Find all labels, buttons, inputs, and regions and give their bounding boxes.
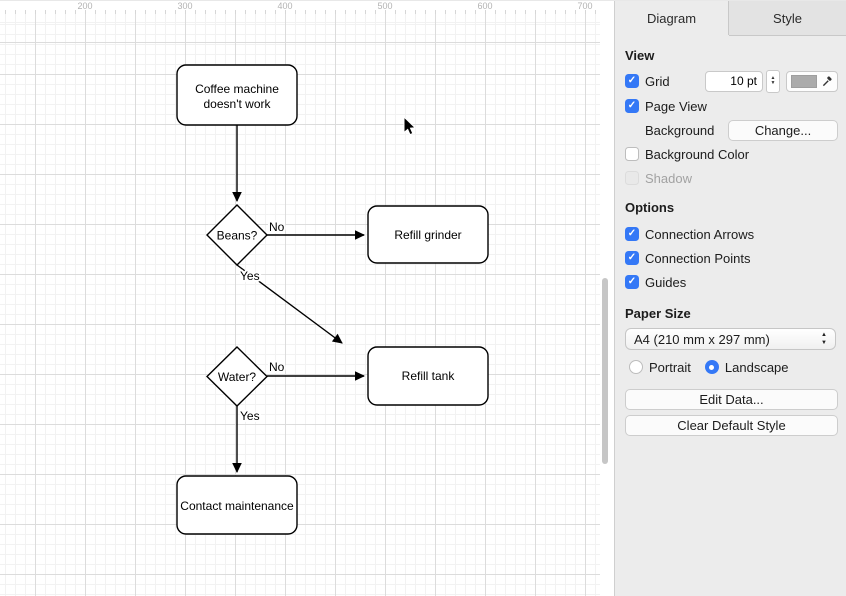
ruler-label: 300 (177, 1, 193, 11)
connection-arrows-label: Connection Arrows (645, 226, 755, 242)
format-panel: Diagram Style View ✓ Grid ▲ ▼ (614, 1, 846, 596)
shadow-row: Shadow (625, 166, 838, 190)
grid-checkbox[interactable]: ✓ (625, 74, 639, 88)
drawing-canvas[interactable]: 200 300 400 500 600 700 (0, 1, 614, 596)
guides-row: ✓ Guides (625, 270, 838, 294)
ruler-label: 600 (477, 1, 493, 11)
flowchart: Coffee machine doesn't work Beans? Refil… (176, 64, 489, 535)
ruler-label: 200 (77, 1, 93, 11)
paper-size-selected-value: A4 (210 mm x 297 mm) (634, 331, 770, 347)
orientation-radio-group: Portrait Landscape (629, 359, 838, 375)
options-section-header: Options (625, 200, 675, 215)
eyedropper-icon (822, 75, 832, 86)
node-beans-decision[interactable] (206, 204, 268, 266)
guides-checkbox[interactable]: ✓ (625, 275, 639, 289)
page-view-label: Page View (645, 98, 707, 114)
node-refill-tank-label: Refill tank (402, 369, 456, 383)
background-color-checkbox[interactable] (625, 147, 639, 161)
tab-diagram[interactable]: Diagram (615, 1, 729, 35)
landscape-radio[interactable] (704, 360, 719, 374)
ruler-label: 500 (377, 1, 393, 11)
node-beans-label: Beans? (217, 229, 258, 243)
panel-body: View ✓ Grid ▲ ▼ ✓ (615, 36, 846, 436)
mouse-cursor-icon (403, 115, 417, 136)
checkmark-icon: ✓ (627, 100, 637, 111)
background-color-row: Background Color (625, 142, 838, 166)
select-down-icon: ▼ (821, 340, 827, 346)
select-arrows-icon: ▲ ▼ (821, 331, 827, 347)
checkmark-icon: ✓ (627, 252, 637, 263)
background-row: Background Change... (625, 118, 838, 142)
vertical-scrollbar-thumb[interactable] (602, 278, 608, 464)
node-start[interactable] (176, 64, 298, 126)
ruler-ticks (0, 10, 600, 14)
paper-size-select[interactable]: A4 (210 mm x 297 mm) ▲ ▼ (625, 328, 836, 350)
background-label: Background (645, 122, 715, 138)
connection-arrows-checkbox[interactable]: ✓ (625, 227, 639, 241)
paper-size-section-header: Paper Size (625, 306, 691, 321)
edge-label-beans-no: No (269, 220, 285, 234)
grid-color-button[interactable] (786, 70, 838, 92)
edge-label-water-yes: Yes (240, 409, 260, 423)
connection-points-row: ✓ Connection Points (625, 246, 838, 270)
landscape-label: Landscape (724, 359, 789, 375)
portrait-radio[interactable] (629, 360, 643, 374)
node-refill-tank[interactable] (367, 346, 489, 406)
checkmark-icon: ✓ (627, 228, 637, 239)
node-refill-grinder-label: Refill grinder (394, 228, 461, 242)
node-contact-label: Contact maintenance (180, 499, 294, 513)
grid-size-stepper[interactable]: ▲ ▼ (766, 69, 780, 93)
page-view-row: ✓ Page View (625, 94, 838, 118)
ruler-label: 400 (277, 1, 293, 11)
horizontal-ruler: 200 300 400 500 600 700 (0, 1, 600, 14)
shadow-checkbox (625, 171, 639, 185)
node-contact-maintenance[interactable] (176, 475, 298, 535)
connection-points-checkbox[interactable]: ✓ (625, 251, 639, 265)
panel-tabs: Diagram Style (615, 1, 846, 36)
background-color-label: Background Color (645, 146, 750, 162)
edit-data-button[interactable]: Edit Data... (625, 389, 838, 410)
node-water-decision[interactable] (206, 346, 268, 407)
canvas-grid (0, 14, 600, 596)
node-refill-grinder[interactable] (367, 205, 489, 264)
node-start-label-line2: doesn't work (204, 97, 272, 111)
grid-size-input[interactable] (705, 70, 763, 92)
background-change-button[interactable]: Change... (728, 119, 838, 141)
guides-label: Guides (645, 274, 687, 290)
ruler-label: 700 (577, 1, 593, 11)
stepper-down-icon: ▼ (770, 80, 776, 86)
grid-label: Grid (645, 73, 670, 89)
connection-points-label: Connection Points (645, 250, 751, 266)
grid-color-swatch (791, 74, 817, 88)
shadow-label: Shadow (645, 170, 692, 186)
page-view-checkbox[interactable]: ✓ (625, 99, 639, 113)
edge-beans-yes[interactable] (236, 264, 343, 344)
view-section-header: View (625, 48, 655, 63)
stepper-up-icon: ▲ (770, 75, 776, 81)
edge-label-water-no: No (269, 360, 285, 374)
portrait-label: Portrait (649, 359, 691, 375)
edge-label-beans-yes: Yes (240, 269, 260, 283)
clear-default-style-button[interactable]: Clear Default Style (625, 415, 838, 436)
radio-dot (709, 364, 715, 370)
grid-row: ✓ Grid ▲ ▼ (625, 68, 838, 94)
checkmark-icon: ✓ (627, 276, 637, 287)
connection-arrows-row: ✓ Connection Arrows (625, 222, 838, 246)
node-water-label: Water? (218, 370, 257, 384)
checkmark-icon: ✓ (627, 75, 637, 86)
select-up-icon: ▲ (821, 332, 827, 338)
node-start-label-line1: Coffee machine (195, 82, 279, 96)
tab-style[interactable]: Style (773, 10, 802, 26)
